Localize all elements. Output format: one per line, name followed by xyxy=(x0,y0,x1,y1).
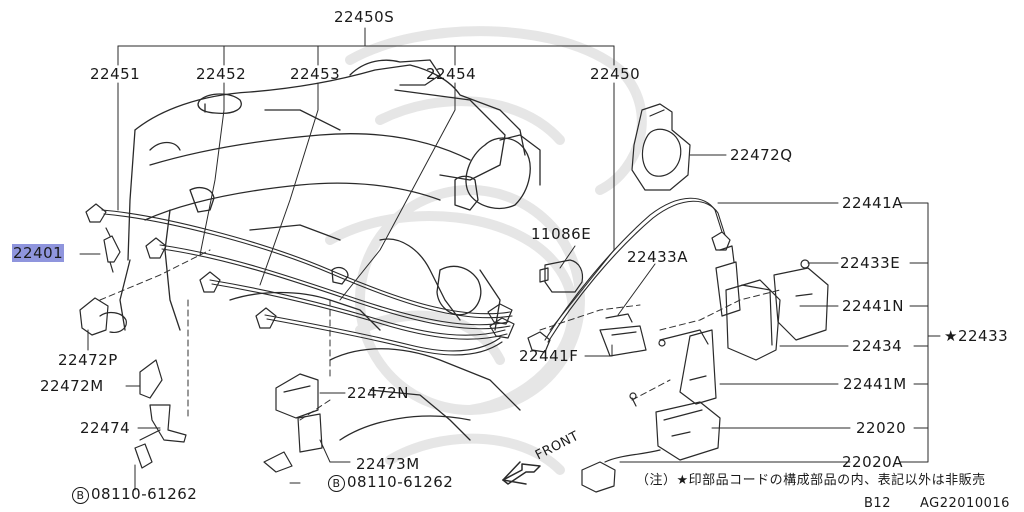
label-module-a: 22020A xyxy=(842,453,903,471)
bolt-left-b-mark: B xyxy=(72,487,89,504)
ignition-cables xyxy=(101,197,726,356)
label-assembly: 22450S xyxy=(334,8,395,26)
front-arrow xyxy=(502,461,541,485)
label-coil-assembly: ★22433 xyxy=(944,327,1009,345)
label-cable-3: 22453 xyxy=(290,65,341,83)
bolt-mid-number: 08110-61262 xyxy=(347,473,454,491)
label-nut-e: 22433E xyxy=(840,254,901,272)
label-cable-1: 22451 xyxy=(90,65,141,83)
spark-plug xyxy=(103,227,121,273)
label-cable-main: 22450 xyxy=(590,65,641,83)
page-code: B12 xyxy=(864,496,891,511)
label-bracket-m: 22441M xyxy=(843,375,907,393)
sensor-11086e xyxy=(539,259,584,293)
label-cable-2: 22452 xyxy=(196,65,247,83)
bolt-mid-b-mark: B xyxy=(328,475,345,492)
highlighted-part-number[interactable]: 22401 xyxy=(12,244,65,262)
label-sensor: 11086E xyxy=(531,225,592,243)
clips-left xyxy=(79,297,187,469)
label-bracket-473m: 22473M xyxy=(356,455,420,473)
label-module: 22020 xyxy=(856,419,907,437)
label-cable-4: 22454 xyxy=(426,65,477,83)
label-spark-plug[interactable]: 22401 xyxy=(12,244,65,262)
ignition-coil xyxy=(679,245,829,405)
clips-middle xyxy=(263,373,323,473)
label-bracket-n: 22441N xyxy=(842,297,904,315)
label-cable-a: 22441A xyxy=(842,194,903,212)
watermark xyxy=(325,26,647,475)
label-clamp-p: 22472P xyxy=(58,351,118,369)
clamp-22472q xyxy=(631,103,691,191)
leader-lines xyxy=(79,27,941,491)
label-cable-f: 22441F xyxy=(519,347,579,365)
bolt-left-number: 08110-61262 xyxy=(91,485,198,503)
label-clamp-q: 22472Q xyxy=(730,146,793,164)
plug-boots xyxy=(85,203,731,353)
note-text: （注）★印部品コードの構成部品の内、表記以外は非販売 xyxy=(636,473,986,488)
diagram-id: AG22010016 xyxy=(920,496,1010,511)
engine-block xyxy=(119,59,541,441)
label-clamp-m: 22472M xyxy=(40,377,104,395)
label-bracket-474: 22474 xyxy=(80,419,131,437)
label-clamp-n: 22472N xyxy=(347,384,409,402)
label-coil: 22434 xyxy=(852,337,903,355)
label-bolt-a: 22433A xyxy=(627,248,688,266)
igniter-module xyxy=(581,392,721,493)
bracket-22441f xyxy=(599,313,709,357)
